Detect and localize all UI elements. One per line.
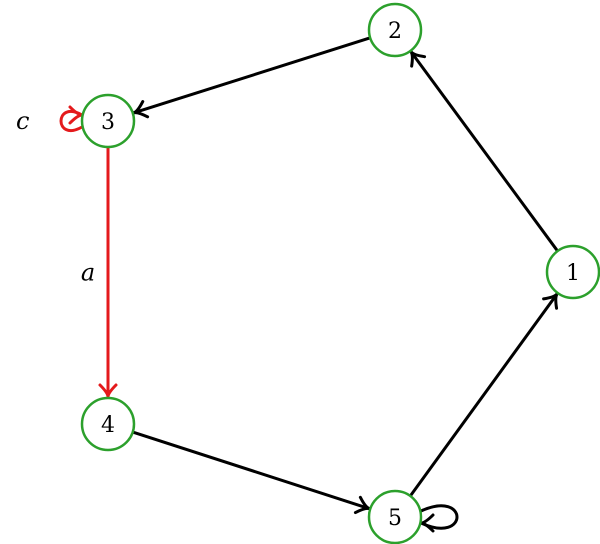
node-1-circle xyxy=(545,244,600,300)
edge-2-3 xyxy=(133,36,371,115)
node-4-label: 4 xyxy=(101,413,115,438)
node-4: 4 xyxy=(80,396,136,452)
node-4-circle xyxy=(80,396,136,452)
edge-loop-3-arrowhead xyxy=(68,105,84,125)
node-2: 2 xyxy=(367,2,423,58)
edge-loop-5-arrowhead xyxy=(419,513,435,533)
edge-4-5 xyxy=(132,430,370,511)
edge-5-1 xyxy=(409,292,559,497)
edge-1-2 xyxy=(409,50,559,252)
node-3-circle xyxy=(80,93,136,149)
node-5: 5 xyxy=(367,489,423,544)
node-3-label: 3 xyxy=(101,110,115,135)
node-5-label: 5 xyxy=(388,506,402,531)
edges-layer xyxy=(59,36,559,533)
edge-loop-5 xyxy=(420,504,459,530)
node-5-circle xyxy=(367,489,423,544)
node-2-circle xyxy=(367,2,423,58)
node-2-label: 2 xyxy=(388,19,402,44)
node-1: 1 xyxy=(545,244,600,300)
edge-labels-layer: ac xyxy=(16,107,95,287)
node-1-label: 1 xyxy=(566,261,580,286)
node-3: 3 xyxy=(80,93,136,149)
edge-label-3-4: a xyxy=(81,259,95,287)
edge-label-3-3: c xyxy=(16,107,29,135)
nodes-layer: 1 2 3 4 5 xyxy=(80,2,600,544)
